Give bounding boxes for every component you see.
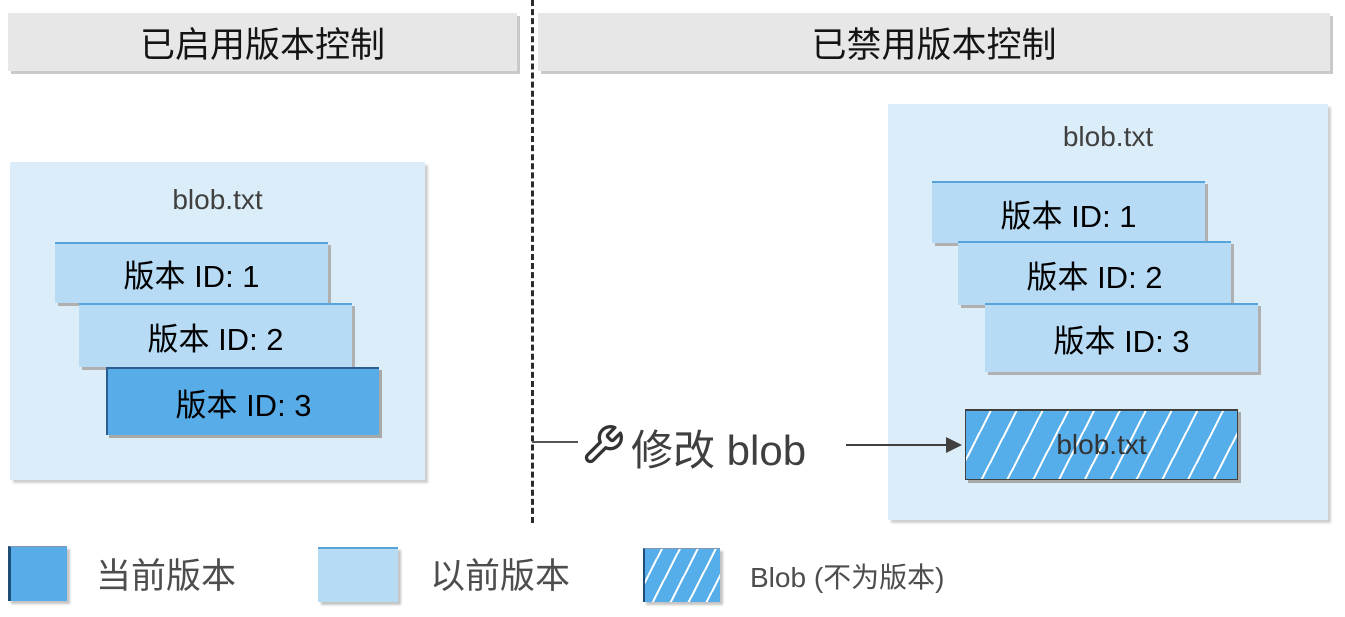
blob-file-label: blob.txt	[1062, 121, 1154, 152]
legend-swatch-current-version	[8, 546, 67, 601]
header-versioning-disabled-label: 已禁用版本控制	[811, 25, 1057, 65]
version-card-previous: 版本 ID: 1	[932, 181, 1205, 243]
divider-to-wrench-connector	[532, 441, 578, 443]
version-card-previous: 版本 ID: 1	[55, 242, 328, 303]
version-card-previous: 版本 ID: 3	[985, 303, 1258, 372]
legend-label-blob-not-version: Blob (不为版本)	[750, 561, 945, 593]
blob-file-label: blob.txt	[172, 184, 263, 215]
modify-arrow-line	[846, 444, 948, 446]
blob-not-version-box: blob.txt	[965, 409, 1238, 480]
version-card-previous: 版本 ID: 2	[958, 241, 1231, 305]
header-versioning-enabled-label: 已启用版本控制	[139, 25, 385, 65]
version-card-current: 版本 ID: 3	[106, 367, 379, 435]
version-card-previous: 版本 ID: 2	[79, 303, 352, 367]
legend-swatch-previous-version	[318, 547, 398, 602]
header-versioning-disabled: 已禁用版本控制	[538, 13, 1330, 71]
wrench-icon	[581, 423, 625, 467]
panel-versioning-disabled: blob.txt 版本 ID: 1 版本 ID: 2 版本 ID: 3 blob…	[888, 104, 1328, 520]
legend-label-current-version: 当前版本	[96, 557, 237, 596]
vertical-dashed-divider	[531, 0, 534, 523]
legend-swatch-blob-not-version	[643, 548, 720, 602]
header-versioning-enabled: 已启用版本控制	[8, 13, 517, 71]
modify-blob-label: 修改 blob	[631, 426, 807, 474]
legend-label-previous-version: 以前版本	[430, 557, 571, 596]
panel-versioning-enabled: blob.txt 版本 ID: 1 版本 ID: 2 版本 ID: 3	[10, 162, 425, 480]
modify-arrow-head-icon	[946, 437, 962, 453]
